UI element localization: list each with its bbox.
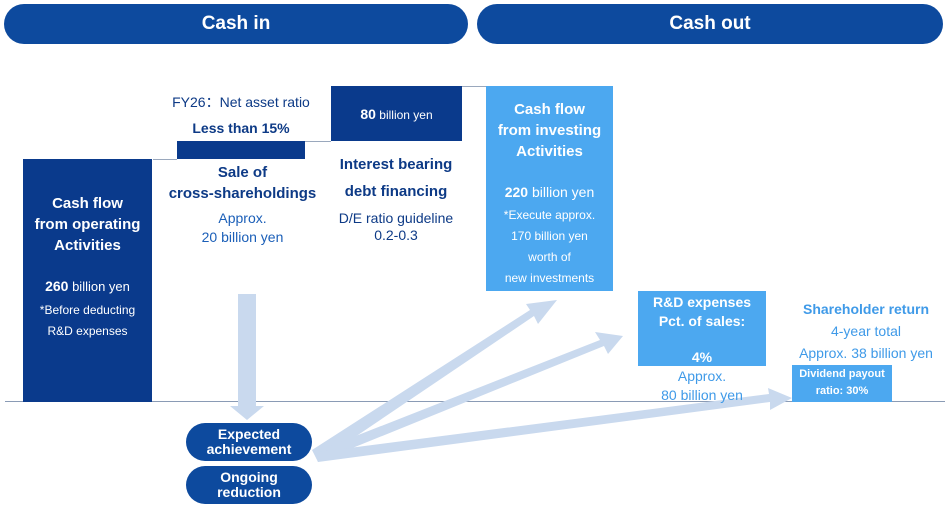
cross-title-line1: Sale of [217, 164, 268, 181]
investing-amount-value: 220 [504, 184, 529, 200]
investing-title-line1: Cash flow [514, 101, 585, 118]
operating-amount: 260 billion yen [23, 278, 152, 294]
operating-amount-unit: billion yen [72, 279, 130, 294]
debt-guideline: D/E ratio guideline 0.2-0.3 [320, 210, 472, 244]
debt-guideline-line2: 0.2-0.3 [374, 227, 418, 243]
operating-title: Cash flow from operating Activities [23, 193, 152, 256]
arrow-to-shareholder [318, 388, 792, 462]
rnd-amount: Approx. 80 billion yen [640, 367, 764, 405]
arrow-to-investing [312, 300, 557, 462]
operating-title-line1: Cash flow [52, 195, 123, 212]
step-line-2 [305, 141, 331, 142]
arrow-to-rnd [315, 332, 623, 462]
net-asset-ratio: FY26：Net asset ratio Less than 15% [155, 89, 327, 141]
rnd-expenses-box [638, 291, 766, 366]
cash-in-header-label: Cash in [201, 13, 271, 34]
step-line-3 [462, 86, 486, 87]
rnd-pct: 4% [691, 349, 713, 365]
investing-note-line2: 170 billion yen [511, 229, 588, 243]
dividend-payout: Dividend payout ratio: 30% [792, 366, 892, 400]
ongoing-pill-line1: Ongoing [220, 469, 278, 485]
debt-box-amount-value: 80 [360, 106, 376, 122]
operating-amount-value: 260 [45, 278, 69, 294]
operating-cash-flow-box [23, 159, 152, 402]
expected-pill-line1: Expected [217, 426, 281, 442]
baseline [5, 401, 945, 402]
cross-title-line2: cross-shareholdings [168, 185, 317, 202]
investing-amount-unit: billion yen [531, 184, 595, 200]
cross-amount-value: 20 billion yen [201, 229, 284, 245]
step-line-1 [153, 159, 177, 160]
net-asset-line2: Less than 15% [192, 120, 290, 136]
investing-note-line1: *Execute approx. [503, 208, 596, 222]
shareholder-total: 4-year total [830, 323, 902, 339]
net-asset-line1: FY26：Net asset ratio [172, 94, 310, 110]
cash-out-header-label: Cash out [669, 13, 751, 34]
ongoing-pill-line2: reduction [217, 484, 281, 500]
ongoing-reduction-pill: Ongoing reduction [186, 466, 312, 504]
investing-title-line2: from investing [497, 122, 602, 139]
cross-approx: Approx. [218, 210, 267, 226]
rnd-title-line1: R&D expenses [652, 294, 752, 310]
operating-note: *Before deducting R&D expenses [23, 300, 152, 342]
investing-note-line4: new investments [504, 271, 595, 285]
debt-title-line1: Interest bearing [339, 156, 453, 173]
cash-out-header: Cash out [477, 4, 943, 44]
dividend-payout-line1: Dividend payout [799, 368, 885, 380]
cross-amount: Approx. 20 billion yen [165, 209, 320, 247]
debt-box-amount-unit: billion yen [379, 108, 433, 122]
investing-title-line3: Activities [516, 143, 583, 160]
dividend-payout-line2: ratio: 30% [815, 385, 869, 397]
investing-amount: 220 billion yen [486, 184, 613, 200]
operating-note-line1: *Before deducting [39, 303, 136, 317]
shareholder-return: Shareholder return 4-year total Approx. … [786, 298, 946, 364]
shareholder-title: Shareholder return [802, 301, 930, 317]
rnd-title-line2: Pct. of sales: [658, 313, 746, 329]
operating-title-line2: from operating [34, 216, 141, 233]
rnd-amount-value: 80 billion yen [661, 387, 743, 403]
investing-title: Cash flow from investing Activities [486, 99, 613, 162]
debt-box-amount: 80 billion yen [331, 106, 462, 122]
dividend-payout-box [792, 365, 892, 402]
shareholder-amount: Approx. 38 billion yen [799, 345, 933, 361]
investing-note-line3: worth of [528, 250, 571, 264]
debt-guideline-line1: D/E ratio guideline [338, 210, 454, 226]
rnd-title: R&D expenses Pct. of sales: [638, 293, 766, 331]
debt-financing-box [331, 86, 462, 141]
expected-pill-line2: achievement [206, 441, 292, 457]
debt-title: Interest bearing debt financing [320, 151, 472, 205]
cross-shareholdings-box [177, 141, 305, 159]
investing-note: *Execute approx. 170 billion yen worth o… [486, 205, 613, 289]
investing-cash-flow-box [486, 86, 613, 291]
operating-note-line2: R&D expenses [47, 324, 128, 338]
cash-in-header: Cash in [4, 4, 468, 44]
debt-title-line2: debt financing [344, 183, 448, 200]
cross-title: Sale of cross-shareholdings [165, 162, 320, 204]
expected-achievement-pill: Expected achievement [186, 423, 312, 461]
down-arrow [230, 294, 264, 420]
operating-title-line3: Activities [54, 237, 121, 254]
rnd-approx: Approx. [677, 368, 727, 384]
